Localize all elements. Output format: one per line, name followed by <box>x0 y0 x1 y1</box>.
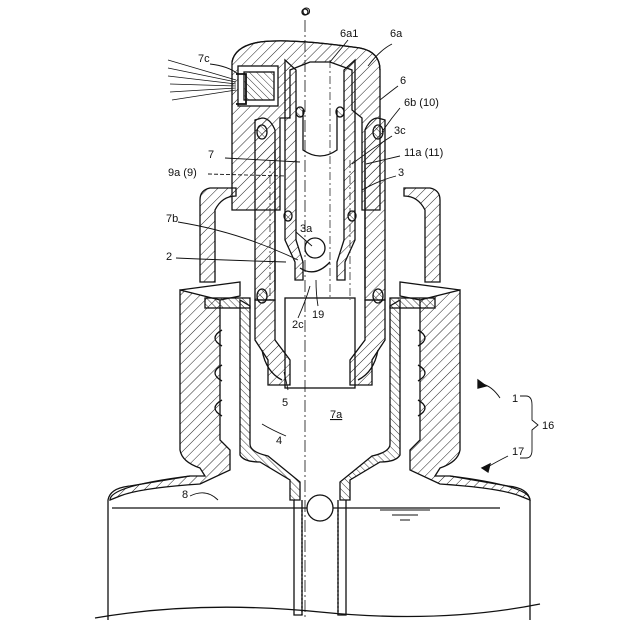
label-6: 6 <box>400 75 406 87</box>
label-16: 16 <box>542 420 554 432</box>
label-11a: 11a (11) <box>404 147 443 159</box>
arrow-1 <box>478 380 486 388</box>
spray-lines <box>168 60 236 100</box>
arrow-17 <box>482 464 490 472</box>
actuator-head-6 <box>232 41 380 210</box>
label-2c: 2c <box>292 319 304 331</box>
label-9a: 9a (9) <box>168 167 197 179</box>
label-o: O <box>302 6 311 18</box>
label-8: 8 <box>182 489 188 501</box>
label-7a: 7a <box>330 409 343 421</box>
label-1: 1 <box>512 393 518 405</box>
label-6b: 6b (10) <box>404 97 439 109</box>
label-6a1: 6a1 <box>340 28 358 40</box>
label-4: 4 <box>276 435 282 447</box>
gasket <box>205 298 435 308</box>
label-7c: 7c <box>198 53 210 65</box>
label-17: 17 <box>512 446 524 458</box>
label-3a: 3a <box>300 223 313 235</box>
label-3c: 3c <box>394 125 406 137</box>
label-7b: 7b <box>166 213 178 225</box>
label-7: 7 <box>208 149 214 161</box>
label-2: 2 <box>166 251 172 263</box>
label-19: 19 <box>312 309 324 321</box>
label-5: 5 <box>282 397 288 409</box>
label-6a: 6a <box>390 28 403 40</box>
label-3: 3 <box>398 167 404 179</box>
valve-rod-7 <box>285 60 355 280</box>
